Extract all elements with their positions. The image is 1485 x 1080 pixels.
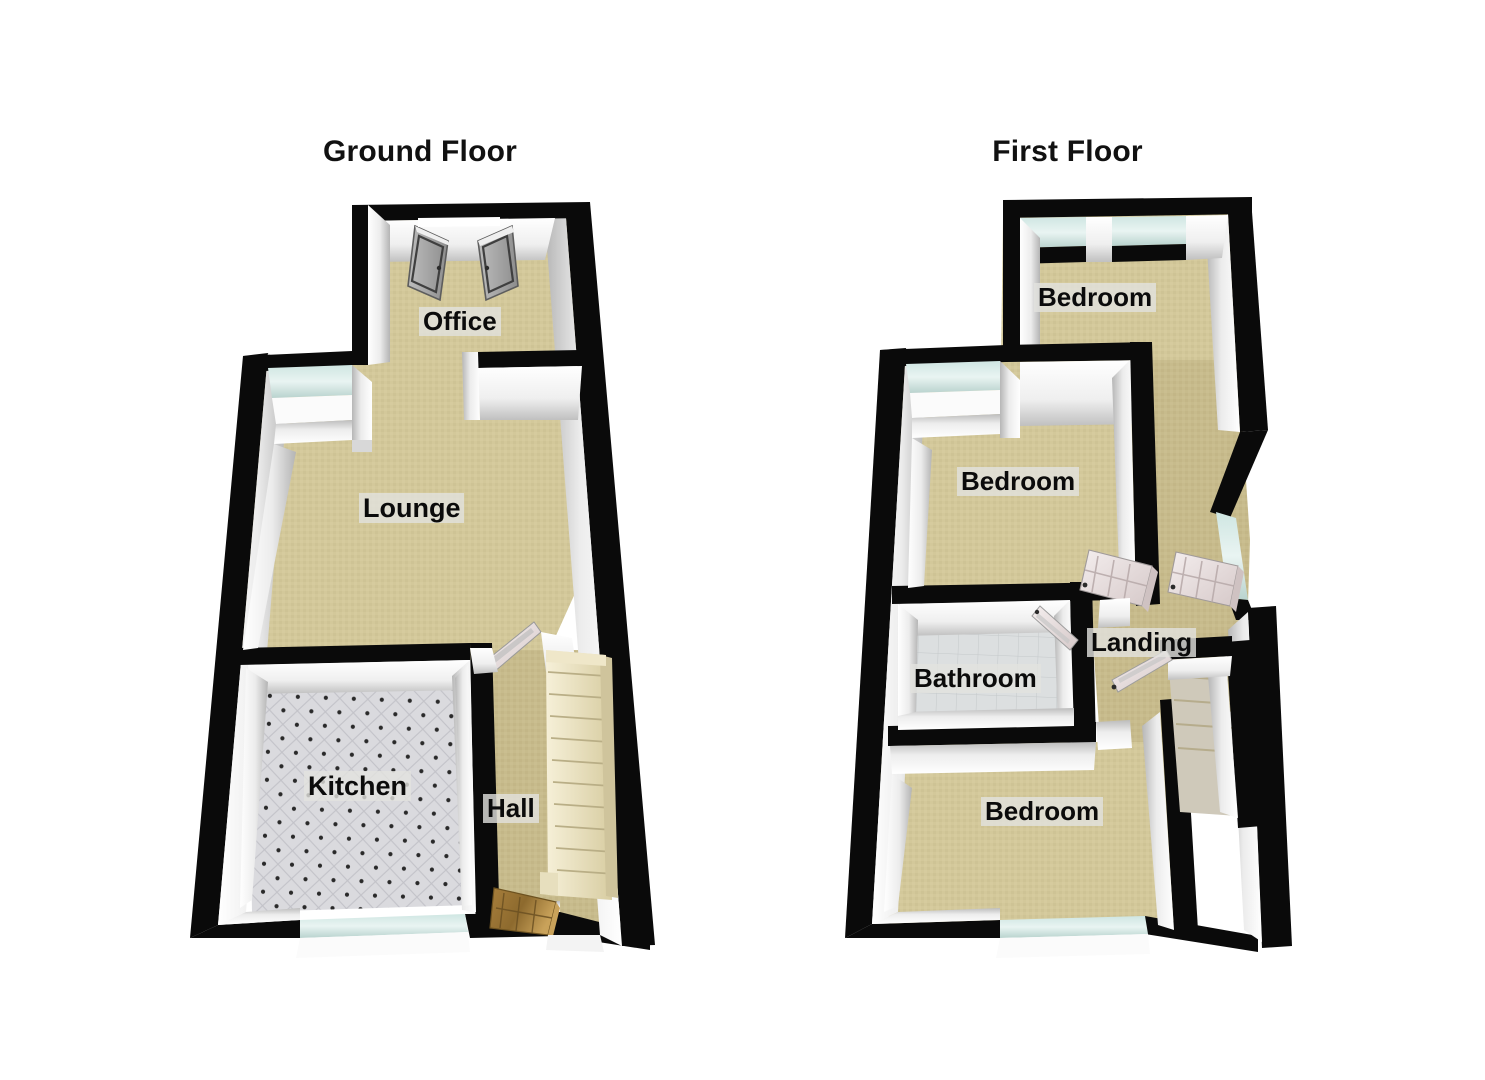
first-wall-bay-return-face [1000,361,1020,438]
ground-bay-window-frame [272,395,352,424]
first-wall-face-top-pier-b [1086,217,1112,262]
first-botbed-left-face [884,774,912,912]
room-label-landing: Landing [1087,628,1197,658]
room-label-hall: Hall [483,794,539,824]
room-label-office: Office [419,307,501,337]
room-label-bedroom-middle: Bedroom [957,467,1080,497]
first-partition-topbed-bottom [1006,342,1150,362]
first-outer-wall-left [845,348,906,938]
ground-bay-window-glass [268,365,352,398]
ground-floor-plan [190,202,655,958]
ground-wall-bay-return-face2 [352,440,372,452]
first-midbed-left-face [908,438,932,588]
first-wall-face-right-upper [1206,214,1240,432]
room-label-bathroom: Bathroom [910,664,1041,694]
ground-partition-kitchen-top [238,643,470,665]
first-bathroom-left-face [898,604,918,716]
patio-doorway-opening [418,217,500,227]
first-partition-midbed-right [1130,342,1160,606]
first-wall-bay-face [912,414,1000,438]
first-wall-bay-top [880,345,1006,367]
ground-wall-bay-return-face [352,365,372,440]
first-partition-bath-bottom-face [890,742,1096,774]
ground-partition-office-right-face [478,366,582,420]
stairwell-opening [1160,636,1262,828]
ground-outer-wall-office-left [352,205,368,365]
first-wall-face-bottom [872,908,1000,924]
first-bathroom-inner-bottom-face [898,708,1074,730]
first-partition-botbed-right [1160,698,1198,932]
landing-jamb-a [1098,598,1130,628]
ground-partition-office-right [478,350,582,368]
staircase-ground [540,650,618,900]
first-outer-wall-right-upper [1228,212,1268,432]
room-label-bedroom-top: Bedroom [1034,283,1157,313]
patio-door-right[interactable] [477,224,519,302]
bedroom-bottom-door[interactable] [1111,649,1173,693]
front-door-threshold [546,935,604,952]
bedroom-middle-door[interactable] [1079,549,1158,612]
ground-outer-wall-left [190,353,268,938]
first-bay-window-frame [910,390,1000,418]
first-partition-bath-top [892,582,1122,604]
patio-door-left[interactable] [407,224,450,302]
first-wall-face-top-pier-c [1186,215,1228,260]
first-floor-plan [845,197,1292,958]
first-partition-bath-right [1070,582,1096,744]
first-wall-face-topbed-left [1020,218,1040,360]
ground-lounge-left-face [243,444,296,650]
first-outer-wall-top [1003,197,1252,218]
kitchen-window-frame [296,932,470,958]
front-door[interactable] [489,887,560,940]
first-bottom-window-glass [1000,916,1148,938]
first-outer-wall-right-step1 [1210,430,1268,518]
ground-kitchen-inner-right-face [455,665,472,906]
ground-wall-face-office-left [368,205,390,365]
landing-jamb-c [1096,720,1132,750]
ground-outer-wall-right [565,202,655,946]
bedroom-top-window-right [1112,216,1186,246]
first-outer-wall-topbed-left [1003,200,1020,360]
first-outer-wall-bottom [845,920,1000,938]
ground-wall-bay-face [274,420,352,444]
bedroom-top-door[interactable] [1167,551,1244,612]
first-outer-wall-right-lower [1248,606,1292,948]
first-partition-botbed-right-face [1142,712,1174,930]
ground-partition-office-left-stub [462,352,480,420]
ground-outer-wall-top [352,202,590,221]
ground-partition-kitchen-right [470,643,500,937]
room-label-lounge: Lounge [359,493,465,524]
first-partition-midbed-right-face [1112,360,1136,600]
first-bay-window-glass [906,361,1000,393]
first-floor-title: First Floor [992,135,1143,168]
ground-wall-face-bottom [218,908,300,925]
bathroom-door[interactable] [1031,605,1079,651]
ground-kitchen-left-face [240,668,268,908]
first-bottom-window-frame [996,934,1150,958]
bedroom-top-window-sill-right [1112,244,1186,262]
kitchen-window-glass [300,914,468,938]
first-partition-bath-top-face [900,600,1070,636]
bedroom-bottom-floor [878,742,1190,936]
room-label-bedroom-bottom: Bedroom [981,797,1104,827]
ground-floor-title: Ground Floor [322,135,518,168]
ground-outer-wall-bottom [190,920,300,938]
room-label-kitchen: Kitchen [304,771,412,802]
hall-door-jamb-a [470,648,498,674]
ground-partition-kitchen-top-face [248,660,470,694]
